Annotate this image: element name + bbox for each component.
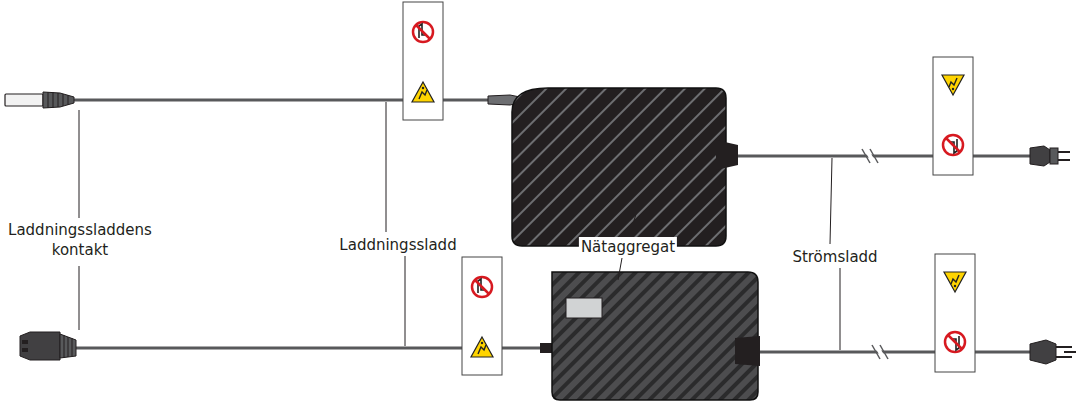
part-label: Nätaggregat (579, 237, 677, 257)
leader-lines (79, 102, 840, 350)
part-label: Laddningssladd (337, 235, 458, 255)
part-label: Strömsladd (790, 247, 879, 267)
connector-label: Laddningssladdens kontakt (3, 220, 157, 260)
